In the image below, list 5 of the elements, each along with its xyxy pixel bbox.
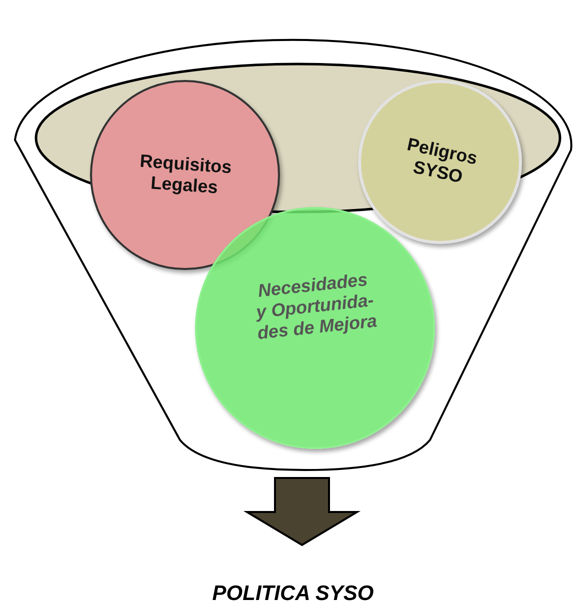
result-title: POLITICA SYSO — [212, 583, 374, 607]
circle-label: Requisitos Legales — [138, 150, 234, 200]
block-arrow — [243, 477, 361, 546]
circle-label: Necesidades y Oportunida- des de Mejora — [254, 268, 379, 344]
circle-label: Peligros SYSO — [404, 133, 480, 189]
